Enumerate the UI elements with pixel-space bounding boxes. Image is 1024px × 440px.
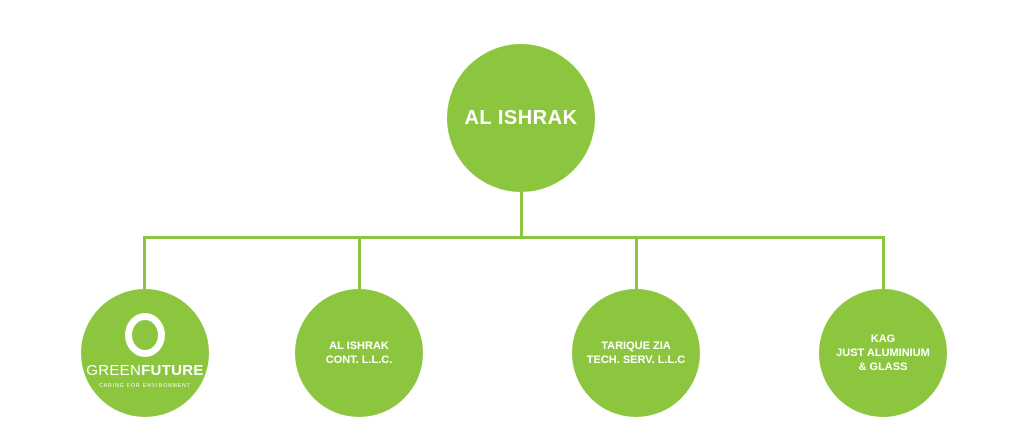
child-connector-1 <box>143 236 146 290</box>
greenfuture-tagline: CARING FOR ENVIRONMENT <box>99 383 191 389</box>
child-connector-2 <box>358 236 361 290</box>
child-connector-3 <box>635 236 638 290</box>
child-connector-4 <box>882 236 885 290</box>
child-label: KAG JUST ALUMINIUM & GLASS <box>836 333 930 373</box>
g-letter-icon <box>125 313 165 357</box>
root-connector <box>520 192 523 238</box>
root-label: AL ISHRAK <box>464 106 578 129</box>
child-node-kag: KAG JUST ALUMINIUM & GLASS <box>819 289 947 417</box>
child-node-tarique-zia: TARIQUE ZIA TECH. SERV. L.L.C <box>572 289 700 417</box>
child-node-greenfuture: GREENFUTURE CARING FOR ENVIRONMENT <box>81 289 209 417</box>
child-label: AL ISHRAK CONT. L.L.C. <box>325 340 393 366</box>
greenfuture-logo-text: GREENFUTURE <box>86 362 204 379</box>
horizontal-connector <box>143 236 885 239</box>
root-node: AL ISHRAK <box>447 44 595 192</box>
child-label: TARIQUE ZIA TECH. SERV. L.L.C <box>586 340 686 366</box>
child-node-al-ishrak-cont: AL ISHRAK CONT. L.L.C. <box>295 289 423 417</box>
